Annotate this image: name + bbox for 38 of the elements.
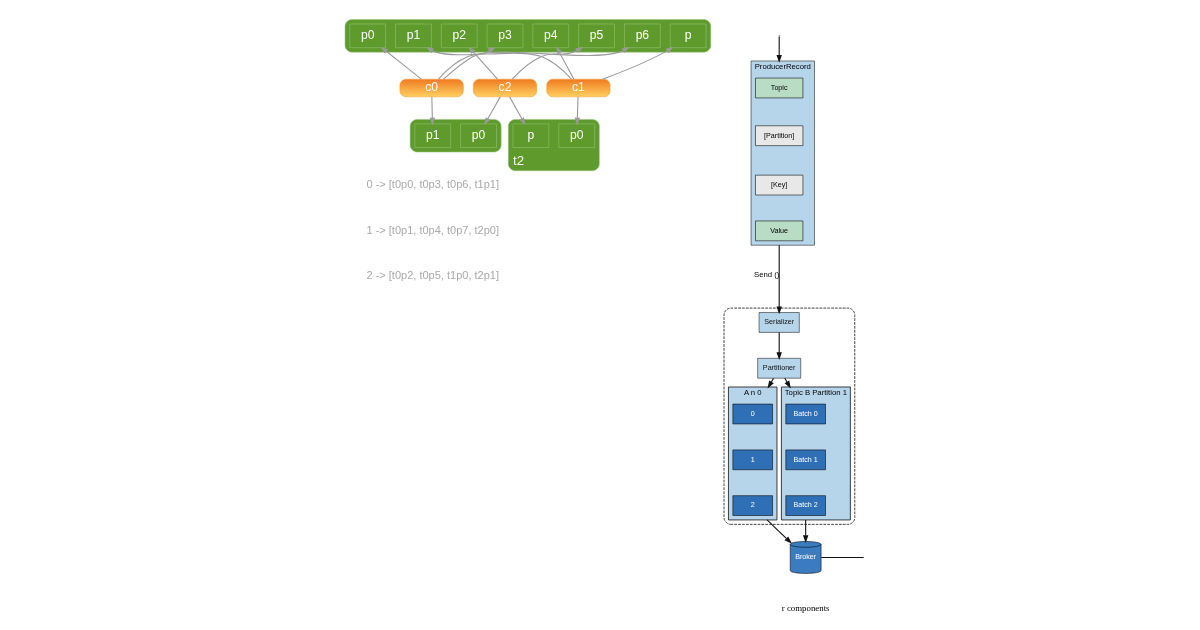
arrow — [776, 244, 782, 315]
node-box: p1 — [414, 123, 451, 148]
arrow — [556, 46, 575, 80]
arrow — [574, 96, 581, 126]
node-box: c2 — [473, 78, 537, 98]
label: 0 -> [t0p0, t0p3, t0p6, t1p1] — [366, 177, 500, 190]
arrow — [776, 35, 782, 63]
arrow — [601, 47, 674, 80]
connector — [820, 556, 864, 558]
node-box: p2 — [441, 23, 478, 48]
arrow — [484, 96, 501, 126]
arrow — [437, 46, 630, 80]
node-box: p0 — [558, 123, 595, 148]
arrow — [380, 46, 422, 80]
label: 2 -> [t0p2, t0p5, t1p0, t2p1] — [366, 269, 500, 282]
arrow — [425, 47, 572, 80]
label: r components — [781, 603, 830, 614]
node-box: p0 — [349, 23, 386, 48]
arrow — [511, 47, 584, 80]
label: 1 -> [t0p1, t0p4, t0p7, t2p0] — [366, 223, 500, 236]
node-box: p5 — [578, 23, 615, 48]
node-box: p — [669, 23, 707, 48]
node-box: c1 — [546, 78, 611, 98]
arrow — [784, 377, 791, 389]
arrow — [767, 377, 775, 389]
arrow — [509, 96, 526, 126]
arrow — [443, 47, 496, 80]
node-box: p0 — [460, 123, 497, 148]
arrow — [766, 519, 792, 544]
arrow — [468, 46, 499, 80]
node-box: p3 — [486, 23, 524, 48]
node-box: p6 — [624, 23, 661, 48]
node-box: p4 — [532, 23, 569, 48]
node-box: c0 — [399, 78, 464, 98]
arrow — [776, 331, 782, 360]
node-box: p1 — [395, 23, 432, 48]
node-box: p — [512, 123, 550, 148]
arrow — [429, 96, 436, 126]
